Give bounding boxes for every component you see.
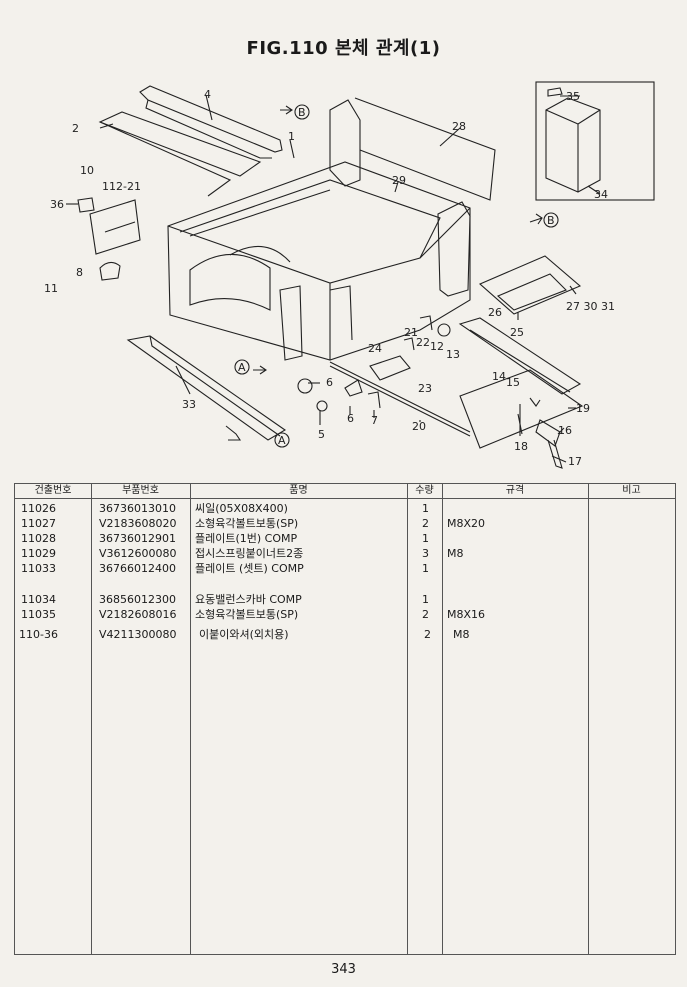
row-part-number: V2182608016 [99, 608, 177, 621]
callout-20: 20 [412, 420, 426, 433]
page-number: 343 [331, 962, 356, 977]
row-part-name: 접시스프링붙이너트2종 [195, 547, 304, 560]
row-quantity: 2 [424, 628, 431, 641]
callout-11: 11 [44, 282, 58, 295]
column-divider [91, 484, 92, 954]
row-part-name: 플레이트 (셋트) COMP [195, 562, 304, 575]
callout-18: 18 [514, 440, 528, 453]
callout-16: 16 [558, 424, 572, 437]
callout-17: 17 [568, 455, 582, 468]
row-part-name: 씨일(05X08X400) [195, 502, 288, 515]
ref-b-top-label: B [298, 106, 306, 119]
callout-13: 13 [446, 348, 460, 361]
callout-10: 10 [80, 164, 94, 177]
callout-34: 34 [594, 188, 608, 201]
row-code: 11027 [21, 517, 56, 530]
callout-112-21: 112-21 [102, 180, 141, 193]
row-part-number: V3612600080 [99, 547, 177, 560]
row-part-name: 소형육각볼트보통(SP) [195, 517, 299, 530]
column-divider [442, 484, 443, 954]
header-part-number: 부품번호 [122, 485, 159, 496]
row-quantity: 1 [422, 502, 429, 515]
row-code: 110-36 [19, 628, 58, 641]
callout-33: 33 [182, 398, 196, 411]
callout-26: 26 [488, 306, 502, 319]
row-quantity: 3 [422, 547, 429, 560]
table-header-row: 건출번호 부품번호 품명 수량 규격 비고 [15, 484, 675, 499]
ref-b-right-label: B [547, 214, 555, 227]
callout-24: 24 [368, 342, 382, 355]
row-code: 11028 [21, 532, 56, 545]
callout-23: 23 [418, 382, 432, 395]
callout-36: 36 [50, 198, 64, 211]
row-quantity: 1 [422, 562, 429, 575]
row-part-name: 플레이트(1번) COMP [195, 532, 298, 545]
row-part-number: 36736013010 [99, 502, 176, 515]
column-divider [588, 484, 589, 954]
callout-12: 12 [430, 340, 444, 353]
header-code: 건출번호 [34, 485, 72, 496]
callout-5: 5 [318, 428, 325, 441]
parts-table: 건출번호 부품번호 품명 수량 규격 비고 11026 36736013010 … [14, 483, 676, 955]
row-spec: M8 [447, 547, 464, 560]
row-code: 11035 [21, 608, 56, 621]
row-part-name: 소형육각볼트보통(SP) [195, 608, 299, 621]
page-title: FIG.110 본체 관계(1) [246, 38, 441, 59]
row-code: 11029 [21, 547, 56, 560]
row-part-number: 36766012400 [99, 562, 176, 575]
callout-14: 14 [492, 370, 506, 383]
row-code: 11026 [21, 502, 56, 515]
callout-27-30-31: 27 30 31 [566, 300, 615, 313]
callout-2: 2 [72, 122, 79, 135]
row-part-name: 요동밸런스카바 COMP [195, 593, 302, 606]
row-quantity: 1 [422, 593, 429, 606]
callout-21: 21 [404, 326, 418, 339]
callout-35: 35 [566, 90, 580, 103]
callout-8: 8 [76, 266, 83, 279]
header-remarks: 비고 [622, 485, 641, 496]
callout-6a: 6 [326, 376, 333, 389]
column-divider [190, 484, 191, 954]
row-code: 11033 [21, 562, 56, 575]
ref-a-left-label: A [238, 361, 246, 374]
column-divider [407, 484, 408, 954]
callout-7: 7 [371, 414, 378, 427]
row-part-number: 36856012300 [99, 593, 176, 606]
row-part-name: 이붙이와셔(외치용) [199, 628, 289, 641]
callout-1: 1 [288, 130, 295, 143]
row-quantity: 2 [422, 608, 429, 621]
row-part-number: V2183608020 [99, 517, 177, 530]
callout-28: 28 [452, 120, 466, 133]
callout-25: 25 [510, 326, 524, 339]
row-part-number: 36736012901 [99, 532, 176, 545]
header-part-name: 품명 [289, 485, 308, 496]
row-part-number: V4211300080 [99, 628, 177, 641]
callout-6b: 6 [347, 412, 354, 425]
row-code: 11034 [21, 593, 56, 606]
callout-4: 4 [204, 88, 211, 101]
callout-29: 29 [392, 174, 406, 187]
row-quantity: 1 [422, 532, 429, 545]
callout-22: 22 [416, 336, 430, 349]
callout-15: 15 [506, 376, 520, 389]
ref-a-bottom-label: A [278, 434, 286, 447]
row-spec: M8X16 [447, 608, 486, 621]
exploded-parts-diagram: B B A A 1 2 4 5 6 6 7 8 10 11 12 13 14 1… [44, 81, 655, 469]
header-spec: 규격 [505, 485, 525, 496]
row-quantity: 2 [422, 517, 429, 530]
row-spec: M8X20 [447, 517, 486, 530]
row-spec: M8 [453, 628, 470, 641]
callout-19: 19 [576, 402, 590, 415]
header-quantity: 수량 [415, 485, 434, 496]
